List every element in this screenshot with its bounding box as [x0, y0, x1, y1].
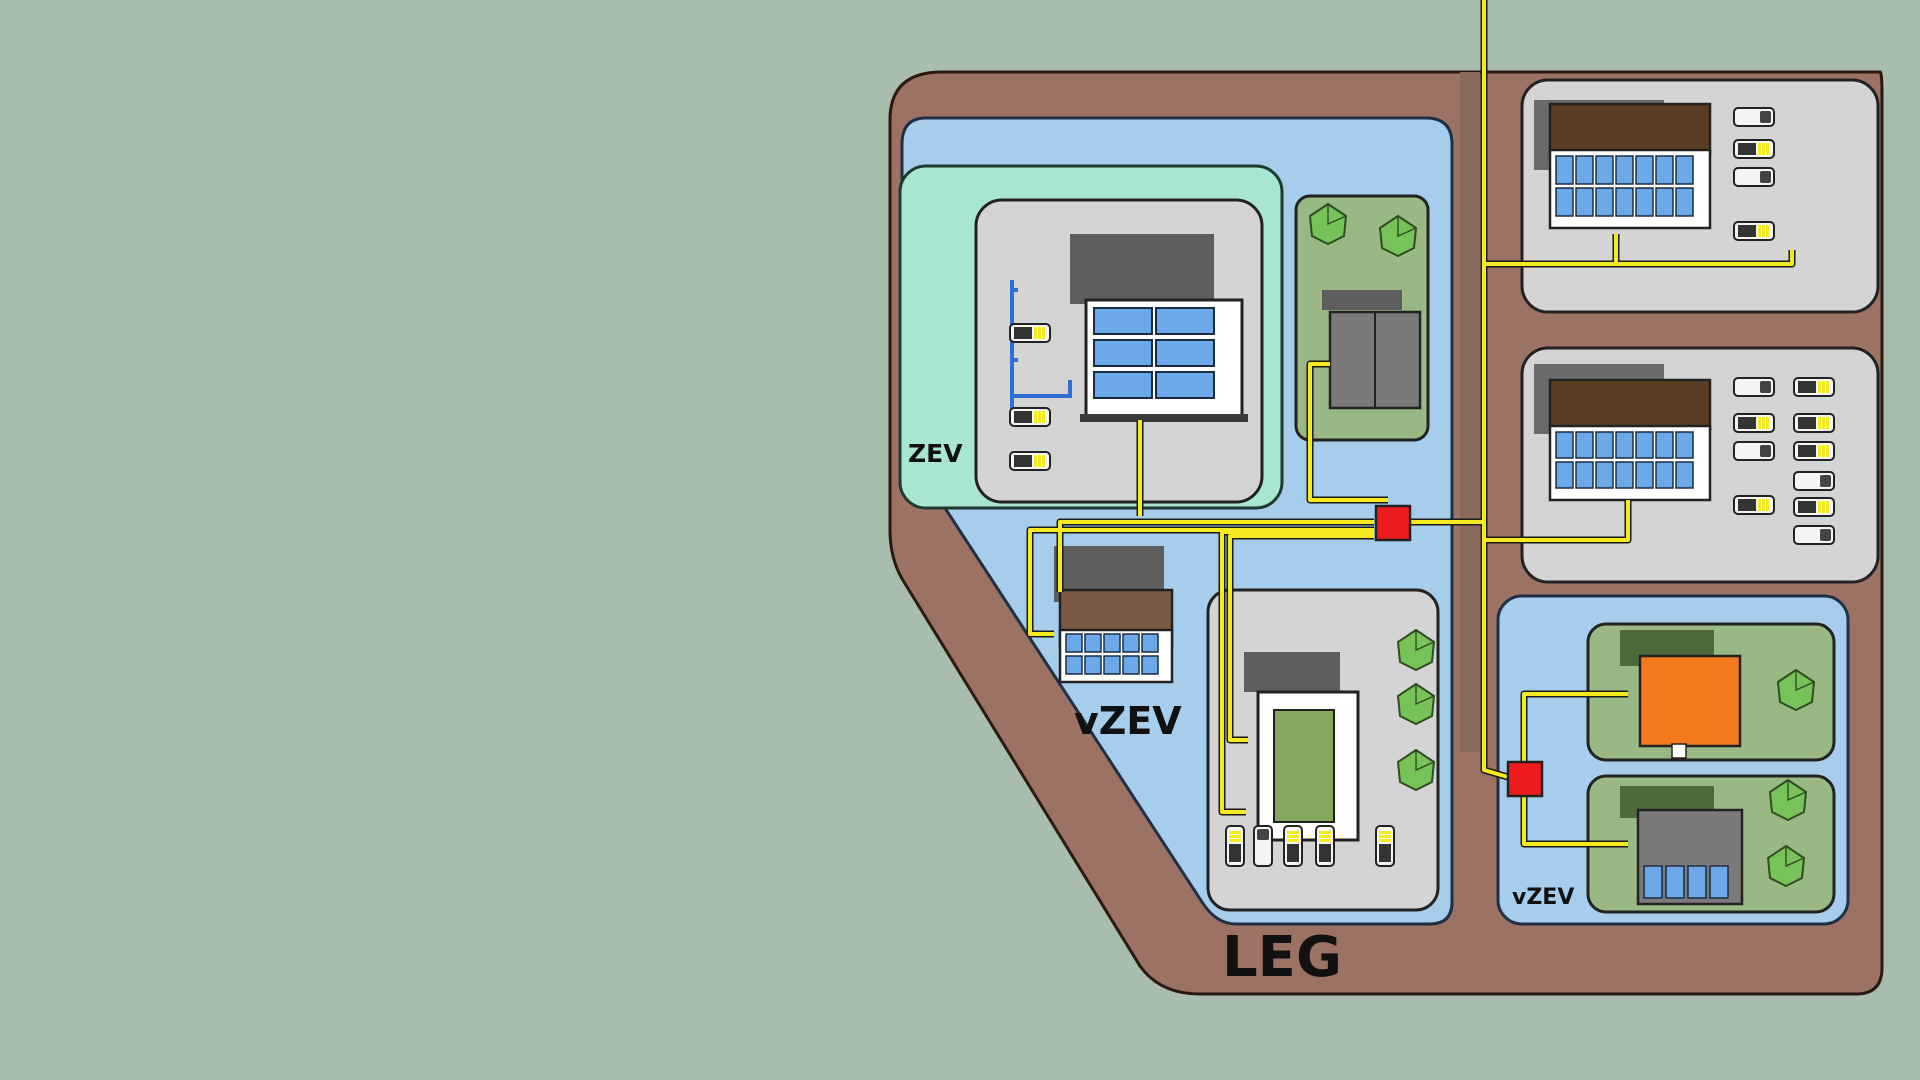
- solar-panel-icon: [1093, 307, 1215, 399]
- car-icon: [1793, 471, 1835, 491]
- battery-icon: [1733, 413, 1775, 433]
- house-icon: [1620, 630, 1742, 759]
- vzev-label-main: vZEV: [1074, 699, 1182, 743]
- car-icon: [1733, 377, 1775, 397]
- charging-cable: [1010, 280, 1072, 418]
- battery-icon: [1733, 221, 1775, 241]
- car-icon: [1733, 441, 1775, 461]
- battery-icon: [1793, 413, 1835, 433]
- building-icon: [1070, 234, 1248, 422]
- road: [1460, 72, 1480, 752]
- battery-icon: [1733, 139, 1775, 159]
- stadium-icon: [1244, 652, 1360, 842]
- battery-icon: [1733, 495, 1775, 515]
- battery-icon: [1793, 441, 1835, 461]
- shed-icon: [1322, 290, 1422, 410]
- vzev-label-small: vZEV: [1512, 885, 1574, 910]
- building-icon: [1534, 364, 1712, 502]
- battery-icon: [1793, 377, 1835, 397]
- junction-box-icon: [1374, 504, 1412, 542]
- battery-icon: [1009, 451, 1051, 471]
- house-icon: [1620, 786, 1744, 906]
- zev-label: ZEV: [908, 439, 963, 468]
- battery-icon: [1009, 407, 1051, 427]
- car-icon: [1733, 107, 1775, 127]
- junction-box-icon: [1506, 760, 1544, 798]
- battery-icon: [1793, 497, 1835, 517]
- leg-label: LEG: [1222, 925, 1342, 990]
- car-icon: [1793, 525, 1835, 545]
- power-lines-fill: [1028, 0, 1794, 846]
- building-icon: [1054, 546, 1174, 684]
- battery-icon: [1009, 323, 1051, 343]
- building-icon: [1534, 100, 1712, 230]
- car-icon: [1733, 167, 1775, 187]
